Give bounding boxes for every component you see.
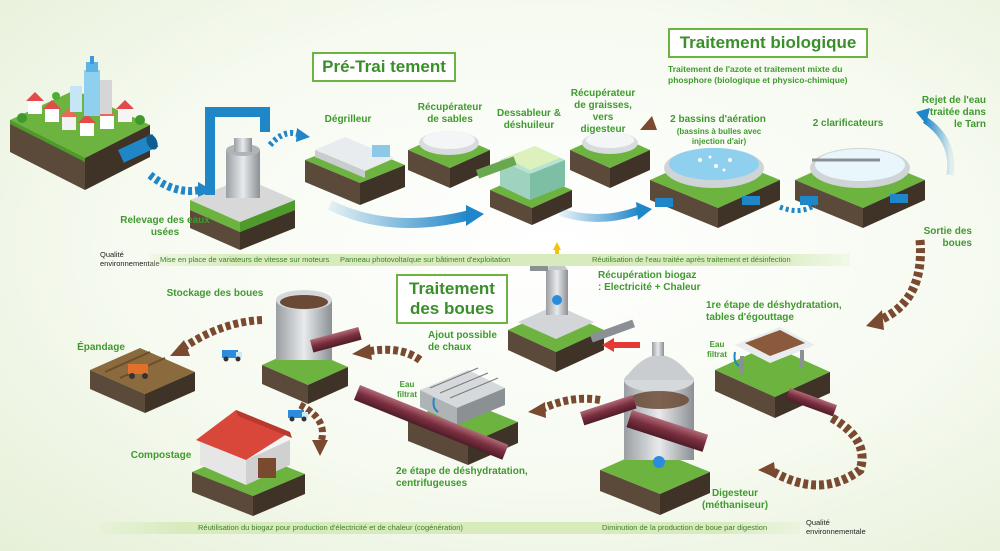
label-eau-filtrat-1: Eau filtrat	[707, 340, 727, 359]
quality-top-item-2: Panneau photovoltaïque sur bâtiment d'ex…	[340, 255, 511, 264]
title-pretraitement: Pré-Trai tement	[312, 52, 456, 82]
quality-band-bottom: Réutilisation du biogaz pour production …	[100, 522, 800, 534]
label-centrifugeuses: 2e étape de déshydratation, centrifugeus…	[396, 466, 528, 489]
quality-bottom-item-1: Réutilisation du biogaz pour production …	[198, 523, 463, 532]
title-traitement-boues: Traitement des boues	[396, 274, 508, 324]
label-biogaz: Récupération biogaz : Electricité + Chal…	[598, 270, 701, 293]
quality-top-item-1: Mise en place de variateurs de vitesse s…	[160, 255, 330, 264]
label-dessableur: Dessableur & déshuileur	[497, 108, 561, 131]
tile-compostage	[192, 410, 305, 516]
tile-degrilleur	[305, 137, 405, 205]
title-traitement-biologique: Traitement biologique	[668, 28, 868, 58]
label-egouttage: 1re étape de déshydratation, tables d'ég…	[706, 300, 842, 323]
label-stockage: Stockage des boues	[166, 288, 264, 299]
tile-bassins	[650, 148, 780, 228]
tile-biogaz	[508, 242, 604, 372]
quality-label-top: Qualité environnementale	[100, 250, 160, 268]
label-digesteur: Digesteur (méthaniseur)	[701, 488, 769, 511]
tile-epandage	[90, 348, 195, 413]
tile-recup-sables	[408, 131, 490, 188]
label-relevage: Relevage des eaux usées	[120, 215, 210, 238]
arrow-water-2	[327, 200, 472, 228]
label-recup-graisses: Récupérateur de graisses, vers digesteur	[570, 88, 636, 135]
label-epandage: Épandage	[77, 342, 125, 353]
label-bassins-sub: (bassins à bulles avec injection d'air)	[676, 127, 762, 146]
label-eau-filtrat-2: Eau filtrat	[397, 380, 417, 399]
label-clarificateurs: 2 clarificateurs	[812, 118, 884, 129]
quality-top-item-3: Réutilisation de l'eau traitée après tra…	[592, 255, 791, 264]
tile-city	[10, 56, 159, 190]
tile-stockage	[262, 290, 348, 404]
tile-clarificateurs	[795, 148, 925, 228]
label-compostage: Compostage	[130, 450, 192, 461]
label-recup-sables: Récupérateur de sables	[417, 102, 483, 125]
arrow-water-1	[147, 171, 201, 195]
label-chaux: Ajout possible de chaux	[428, 330, 497, 353]
quality-bottom-item-2: Diminution de la production de boue par …	[602, 523, 768, 532]
arrow-sludge-1	[878, 239, 925, 325]
tile-relevage	[190, 107, 295, 250]
tile-dessableur	[475, 146, 572, 225]
label-rejet: Rejet de l'eau traitée dans le Tarn	[921, 95, 986, 130]
tile-recup-graisses	[570, 116, 657, 188]
truck-icon	[288, 410, 308, 422]
quality-label-bottom: Qualité environnementale	[806, 518, 866, 536]
truck-icon	[222, 350, 242, 362]
label-degrilleur: Dégrilleur	[324, 114, 372, 125]
label-bassins: 2 bassins d'aération	[670, 114, 766, 125]
quality-band-top: Mise en place de variateurs de vitesse s…	[150, 254, 850, 266]
bio-description: Traitement de l'azote et traitement mixt…	[668, 64, 848, 85]
label-sortie-boues: Sortie des boues	[923, 226, 972, 249]
